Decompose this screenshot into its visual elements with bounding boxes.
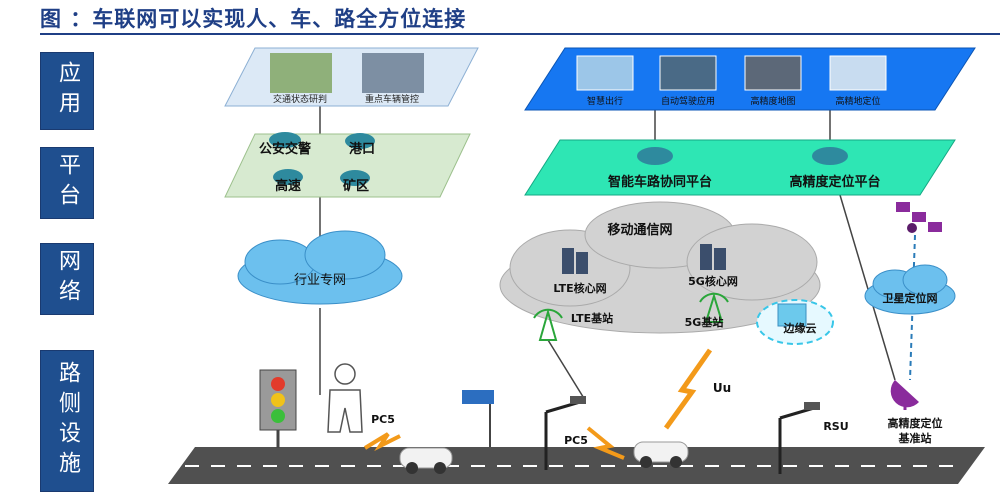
pc5-label-2: PC5 — [564, 434, 588, 447]
v2x-platform-label: 智能车路协同平台 — [608, 174, 712, 190]
mobile-network-label: 移动通信网 — [607, 222, 672, 238]
right-app-label-4: 高精地定位 — [835, 95, 880, 107]
autonomous-photo — [659, 55, 717, 91]
pc5-label-1: PC5 — [371, 413, 395, 426]
page-title: 图 ：车联网可以实现人、车、路全方位连接 — [40, 7, 467, 31]
industry-network-cloud — [237, 230, 403, 305]
5g-core-label: 5G核心网 — [688, 274, 738, 288]
hd-location-photo — [829, 55, 887, 91]
left-app-label-1: 交通状态研判 — [273, 93, 327, 105]
vehicle-control-photo — [362, 53, 424, 93]
car-icon-2 — [633, 441, 689, 468]
right-platform-layer — [524, 139, 956, 196]
positioning-platform-cloud-icon — [812, 147, 848, 165]
right-app-label-1: 智慧出行 — [587, 95, 623, 107]
right-app-label-2: 自动驾驶应用 — [661, 95, 715, 107]
pc5-lightning-1 — [363, 432, 401, 452]
base-station-label-2: 基准站 — [898, 431, 932, 445]
left-app-label-2: 重点车辆管控 — [365, 93, 419, 105]
5g-core-server-icon — [700, 244, 726, 270]
5g-station-label: 5G基站 — [685, 315, 724, 329]
platform-node-port: 港口 — [349, 141, 375, 157]
layer-roadside: 路侧设施 — [40, 350, 94, 492]
satellite-network-label: 卫星定位网 — [883, 291, 938, 305]
car-icon-1 — [399, 447, 453, 474]
pc5-lightning-2 — [586, 426, 625, 460]
rsu-device-1 — [570, 396, 586, 404]
satellite-icon — [896, 202, 942, 233]
industry-network-label: 行业专网 — [294, 273, 346, 288]
uu-label: Uu — [713, 381, 731, 395]
pedestrian-icon — [327, 363, 363, 433]
layer-application: 应用 — [40, 52, 94, 130]
base-station-label-1: 高精度定位 — [888, 416, 943, 430]
smart-travel-photo — [576, 55, 634, 91]
satellite-network-cloud — [864, 264, 956, 315]
traffic-state-photo — [270, 53, 332, 93]
v2x-platform-cloud-icon — [637, 147, 673, 165]
lte-station-antenna-icon — [533, 308, 563, 341]
platform-node-police: 公安交警 — [259, 141, 311, 157]
title-rule — [40, 33, 1000, 35]
hd-map-photo — [744, 55, 802, 91]
lte-station-label: LTE基站 — [571, 311, 613, 325]
uu-lightning — [663, 348, 713, 430]
lte-core-server-icon — [562, 248, 588, 274]
traffic-light-icon — [259, 369, 297, 448]
edge-cloud-server-icon — [777, 303, 807, 327]
edge-cloud-label: 边缘云 — [783, 321, 817, 335]
rsu-device-2 — [804, 402, 820, 410]
5g-station-antenna-icon — [699, 292, 729, 323]
platform-node-highway: 高速 — [275, 178, 301, 194]
left-app-layer — [224, 47, 479, 107]
road-sign-icon — [462, 390, 494, 404]
layer-platform: 平台 — [40, 147, 94, 219]
platform-node-mine: 矿区 — [343, 178, 369, 194]
layer-network: 网络 — [40, 243, 94, 315]
lte-core-label: LTE核心网 — [553, 281, 606, 295]
positioning-platform-label: 高精度定位平台 — [789, 174, 880, 190]
right-app-label-3: 高精度地图 — [750, 95, 795, 107]
rsu-label: RSU — [823, 420, 848, 433]
base-station-dish-icon — [890, 380, 919, 410]
